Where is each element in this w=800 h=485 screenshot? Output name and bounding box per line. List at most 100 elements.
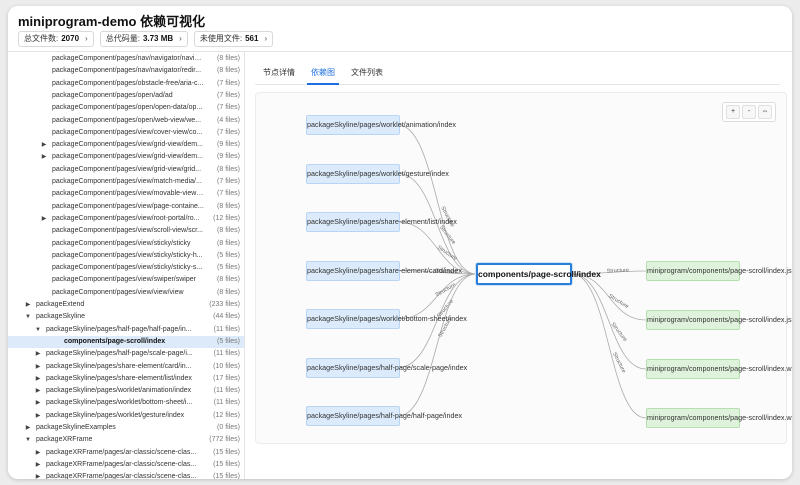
tree-item-label: packageComponent/pages/open/web-view/we.… — [52, 116, 202, 124]
triangle-right-icon[interactable]: ▶ — [35, 351, 41, 358]
header: miniprogram-demo 依赖可视化 总文件数: 2070 › 总代码量… — [8, 6, 792, 52]
tree-item[interactable]: ▼packageSkyline(44 files) — [8, 311, 244, 323]
tab-dependency-graph[interactable]: 依赖图 — [303, 62, 343, 85]
tree-item[interactable]: packageComponent/pages/view/match-media/… — [8, 176, 244, 188]
triangle-right-icon[interactable]: ▶ — [35, 375, 41, 382]
tree-item-count: (8 files) — [217, 227, 240, 235]
tree-item[interactable]: packageComponent/pages/view/cover-view/c… — [8, 127, 244, 139]
tree-item[interactable]: ▶packageComponent/pages/view/grid-view/d… — [8, 151, 244, 163]
graph-node-dependent[interactable]: packageSkyline/pages/worklet/animation/i… — [306, 115, 456, 135]
tree-item[interactable]: ▶packageSkyline/pages/share-element/list… — [8, 373, 244, 385]
graph-node-label: packageSkyline/pages/half-page/scale-pag… — [307, 362, 468, 372]
tree-item[interactable]: ▶packageSkyline/pages/worklet/animation/… — [8, 385, 244, 397]
triangle-right-icon[interactable]: ▶ — [25, 302, 31, 308]
triangle-right-icon[interactable]: ▶ — [35, 461, 41, 468]
tree-item[interactable]: packageComponent/pages/view/sticky/stick… — [8, 250, 244, 262]
triangle-down-icon[interactable]: ▼ — [25, 314, 31, 321]
graph-node-dependent[interactable]: packageSkyline/pages/half-page/scale-pag… — [306, 357, 467, 378]
graph-node-dependent[interactable]: packageSkyline/pages/share-element/card/… — [306, 260, 462, 281]
triangle-down-icon[interactable]: ▼ — [35, 326, 41, 333]
stat-unused-files[interactable]: 未使用文件: 561 › — [193, 31, 274, 47]
tree-item[interactable]: packageComponent/pages/obstacle-free/ari… — [8, 78, 244, 90]
tab-bar: 节点详情 依赖图 文件列表 — [255, 62, 780, 85]
zoom-out-button[interactable]: - — [742, 105, 756, 119]
tree-item[interactable]: ▶packageExtend(233 files) — [8, 299, 244, 311]
triangle-right-icon[interactable]: ▶ — [41, 154, 47, 161]
graph-node-dependent[interactable]: packageSkyline/pages/half-page/half-page… — [306, 406, 462, 426]
graph-node-dependent[interactable]: packageSkyline/pages/share-element/list/… — [306, 212, 457, 232]
tree-item[interactable]: packageComponent/pages/view/grid-view/gr… — [8, 164, 244, 176]
tree-item-label: packageComponent/pages/view/grid-view/gr… — [52, 165, 202, 173]
tree-item-count: (7 files) — [217, 104, 240, 112]
tree-item[interactable]: packageComponent/pages/view/movable-view… — [8, 188, 244, 200]
tree-item-label: packageXRFrame/pages/ar-classic/scene-cl… — [46, 473, 197, 479]
graph-node-dependency[interactable]: miniprogram/components/page-scroll/index… — [646, 310, 792, 330]
tree-item-label: packageComponent/pages/open/ad/ad — [52, 91, 173, 99]
zoom-in-button[interactable]: + — [726, 105, 740, 119]
tree-item[interactable]: ▶packageXRFrame/pages/ar-classic/scene-c… — [8, 459, 244, 471]
tree-item[interactable]: packageComponent/pages/nav/navigator/red… — [8, 65, 244, 77]
graph-node-dependency[interactable]: miniprogram/components/page-scroll/index… — [646, 408, 792, 428]
tree-item[interactable]: ▶packageSkyline/pages/worklet/bottom-she… — [8, 397, 244, 409]
tree-item[interactable]: packageComponent/pages/nav/navigator/nav… — [8, 53, 244, 65]
triangle-right-icon[interactable]: ▶ — [35, 363, 41, 370]
tree-item[interactable]: ▶packageXRFrame/pages/ar-classic/scene-c… — [8, 447, 244, 459]
graph-node-dependent[interactable]: packageSkyline/pages/worklet/bottom-shee… — [306, 309, 467, 329]
graph-node-center[interactable]: components/page-scroll/index — [476, 263, 601, 285]
triangle-right-icon[interactable]: ▶ — [41, 142, 47, 149]
triangle-right-icon[interactable]: ▶ — [25, 425, 31, 431]
tree-item-count: (11 files) — [213, 387, 240, 395]
tree-item-count: (11 files) — [213, 350, 240, 358]
triangle-right-icon[interactable]: ▶ — [41, 215, 47, 222]
graph-node-label: packageSkyline/pages/share-element/list/… — [307, 217, 457, 226]
graph-edge — [571, 270, 647, 275]
triangle-down-icon[interactable]: ▼ — [25, 437, 31, 444]
tree-item[interactable]: ▶ packageXRFrame/pages/ar-classic/scene-c… — [8, 471, 244, 479]
graph-edges: StructureStructureStructureStructureStru… — [397, 124, 647, 419]
tree-item-count: (7 files) — [217, 128, 240, 136]
triangle-right-icon[interactable]: ▶ — [35, 388, 41, 395]
stat-total-files[interactable]: 总文件数: 2070 › — [18, 31, 94, 47]
tree-item-label: packageComponent/pages/open/open-data/op… — [52, 104, 203, 112]
stat-total-size[interactable]: 总代码量: 3.73 MB › — [99, 31, 188, 47]
tree-item-label: packageSkyline/pages/share-element/card/… — [46, 362, 192, 370]
graph-node-label: packageSkyline/pages/half-page/half-page… — [307, 411, 463, 420]
tree-item[interactable]: ▶ packageSkyline/pages/share-element/card… — [8, 361, 244, 373]
triangle-right-icon[interactable]: ▶ — [35, 474, 41, 479]
tree-item[interactable]: packageComponent/pages/view/sticky/stick… — [8, 262, 244, 274]
tree-item[interactable]: packageComponent/pages/open/web-view/we.… — [8, 115, 244, 127]
tree-item[interactable]: ▶packageSkylineExamples(0 files) — [8, 422, 244, 434]
tree-item[interactable]: ▼packageSkyline/pages/half-page/half-pag… — [8, 324, 244, 336]
tree-item-label: packageComponent/pages/view/scroll-view/… — [52, 227, 203, 235]
tree-item[interactable]: ▶packageComponent/pages/view/grid-view/d… — [8, 139, 244, 151]
tree-item[interactable]: packageComponent/pages/view/page-contain… — [8, 201, 244, 213]
triangle-right-icon[interactable]: ▶ — [35, 412, 41, 419]
triangle-right-icon[interactable]: ▶ — [35, 400, 41, 407]
tree-item[interactable]: packageComponent/pages/open/ad/ad(7 file… — [8, 90, 244, 102]
tree-item[interactable]: ▼packageXRFrame(772 files) — [8, 434, 244, 446]
graph-edge — [397, 270, 477, 275]
tab-file-list[interactable]: 文件列表 — [351, 68, 383, 77]
tree-item[interactable]: packageComponent/pages/view/sticky/stick… — [8, 238, 244, 250]
tab-node-details[interactable]: 节点详情 — [263, 68, 295, 77]
tree-item-label: packageSkyline — [36, 313, 86, 321]
tree-item[interactable]: packageComponent/pages/view/swiper/swipe… — [8, 274, 244, 286]
graph-node-dependent[interactable]: packageSkyline/pages/worklet/gesture/ind… — [306, 163, 449, 184]
graph-node-label: packageSkyline/pages/share-element/card/… — [307, 265, 463, 275]
tree-item[interactable]: ▶packageSkyline/pages/worklet/gesture/in… — [8, 410, 244, 422]
tree-item[interactable]: ▶packageSkyline/pages/half-page/scale-pa… — [8, 348, 244, 360]
tree-item[interactable]: components/page-scroll/index(5 files) — [8, 335, 244, 348]
tree-item[interactable]: packageComponent/pages/view/scroll-view/… — [8, 225, 244, 237]
graph-node-label: packageSkyline/pages/worklet/animation/i… — [307, 120, 457, 129]
triangle-right-icon[interactable]: ▶ — [35, 449, 41, 456]
chevron-right-icon: › — [85, 34, 88, 43]
fit-view-button[interactable]: ⇔ — [758, 105, 772, 119]
graph-node-dependency[interactable]: miniprogram/components/page-scroll/index… — [646, 261, 792, 281]
tree-item[interactable]: ▶packageComponent/pages/view/root-portal… — [8, 213, 244, 225]
tree-item-count: (7 files) — [217, 79, 240, 87]
tree-item[interactable]: packageComponent/pages/view/view/view(8 … — [8, 287, 244, 299]
tree-item[interactable]: packageComponent/pages/open/open-data/op… — [8, 102, 244, 114]
edge-label: Structure — [435, 282, 457, 298]
graph-node-dependency[interactable]: miniprogram/components/page-scroll/index… — [646, 359, 792, 379]
